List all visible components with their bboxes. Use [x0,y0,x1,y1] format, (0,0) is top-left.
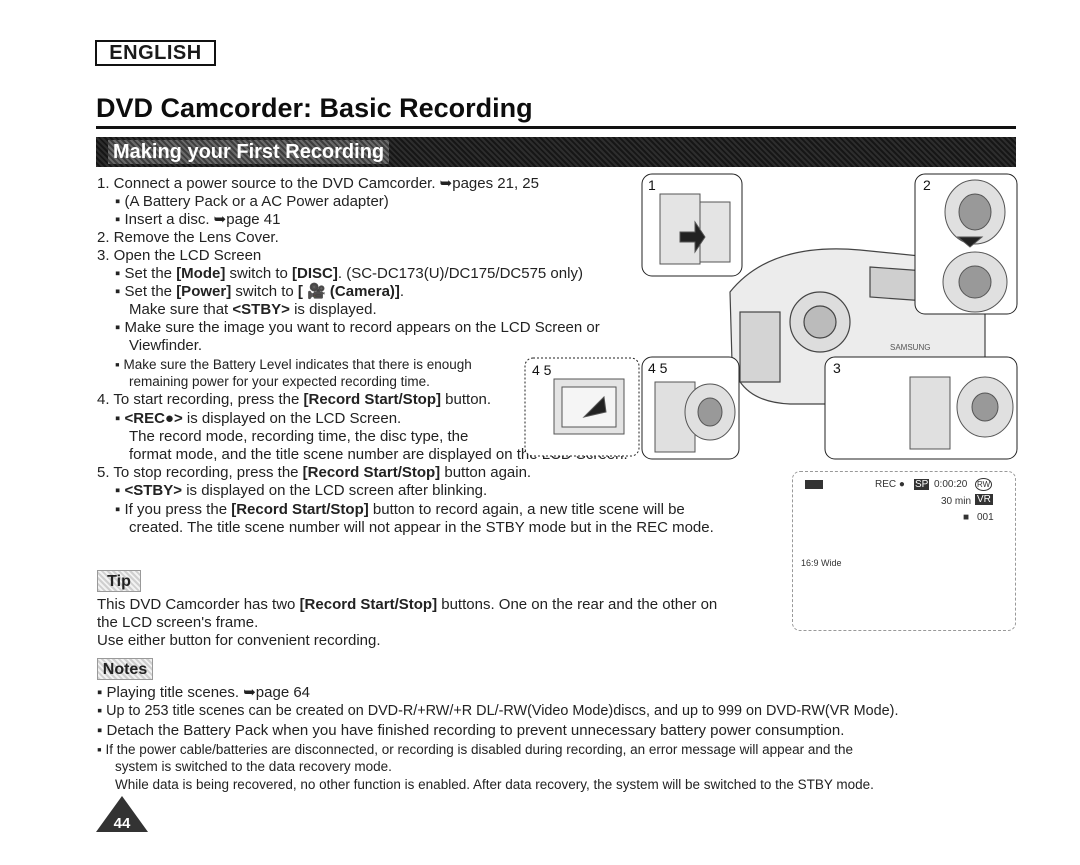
step-5: 5. To stop recording, press the [Record … [97,464,531,481]
brand-logo: SAMSUNG [890,343,930,352]
record-button-label: [Record Start/Stop] [299,596,438,613]
step-1-bullet-b: ▪ Insert a disc. ➥page 41 [115,211,281,228]
figure-3-number: 3 [833,360,841,376]
section-bar: Making your First Recording [96,137,1016,167]
text: switch to [225,265,293,282]
recording-time: 0:00:20 [934,479,968,490]
text: ▪ If you press the [115,501,232,518]
text: 4. To start recording, press the [97,391,304,408]
step-3-bullet-b: ▪ Set the [Power] switch to [ 🎥 (Camera)… [115,283,404,300]
step-3-stby-note: Make sure that <STBY> is displayed. [129,301,377,318]
text: ▪ Set the [115,283,177,300]
title-rule [96,126,1016,129]
mode-switch-label: [Mode] [176,265,226,282]
battery-icon [805,480,823,489]
step-5-bullet-b-cont: created. The title scene number will not… [129,519,714,536]
text: . (SC-DC173(U)/DC175/DC575 only) [337,265,583,282]
step-3-bullet-e-cont: remaining power for your expected record… [129,374,430,389]
step-5-bullet-a: ▪ <STBY> is displayed on the LCD screen … [115,482,487,499]
step-3-bullet-a: ▪ Set the [Mode] switch to [DISC]. (SC-D… [115,265,583,282]
figure-45b-drawing [654,381,736,453]
record-button-label: [Record Start/Stop] [231,501,369,518]
text: ▪ [115,410,125,427]
page-number-marker [96,796,148,832]
figure-45b-number: 4 5 [648,360,668,376]
step-4: 4. To start recording, press the [Record… [97,391,491,408]
note-4-cont-2: While data is being recovered, no other … [115,777,874,792]
text: 5. To stop recording, press the [97,464,303,481]
step-3-bullet-d: ▪ Make sure the image you want to record… [115,319,600,336]
figure-45-number: 4 5 [532,362,552,378]
step-4-detail-2: format mode, and the title scene number … [129,446,628,463]
figure-1-number: 1 [648,177,656,193]
disc-label: [DISC] [292,265,338,282]
rec-indicator: REC ● [875,479,905,490]
text: button to record again, a new title scen… [368,501,685,518]
step-3-bullet-d-cont: Viewfinder. [129,337,203,354]
step-3: 3. Open the LCD Screen [97,247,262,264]
figure-45-drawing [553,378,625,435]
section-title: Making your First Recording [108,140,390,164]
text: button. [441,391,492,408]
tip-line-3: Use either button for convenient recordi… [97,632,381,649]
figure-2-drawing [942,179,1008,313]
wide-indicator: 16:9 Wide [801,558,842,568]
tip-label: Tip [97,570,141,592]
vr-badge: VR [975,494,993,505]
stby-label: <STBY> [232,301,290,318]
note-1: ▪ Playing title scenes. ➥page 64 [97,684,311,701]
record-button-label: [Record Start/Stop] [303,391,442,408]
sp-badge: SP [914,479,930,490]
rec-label: <REC●> [124,410,183,427]
text: is displayed on the LCD Screen. [182,410,402,427]
text: button again. [440,464,532,481]
text: . [399,283,405,300]
step-2: 2. Remove the Lens Cover. [97,229,279,246]
figure-3-drawing [909,376,1014,450]
text: switch to [231,283,298,300]
text: This DVD Camcorder has two [97,596,300,613]
page-title: DVD Camcorder: Basic Recording [96,93,533,123]
note-4-cont: system is switched to the data recovery … [115,759,392,774]
title-scene-number: 001 [977,512,994,523]
figure-1-drawing [659,193,731,265]
text: ▪ [115,482,125,499]
power-switch-label: [Power] [176,283,232,300]
note-2: ▪ Up to 253 title scenes can be created … [97,703,899,719]
step-5-bullet-b: ▪ If you press the [Record Start/Stop] b… [115,501,685,518]
text: is displayed. [289,301,377,318]
step-4-detail-1: The record mode, recording time, the dis… [129,428,469,445]
text: is displayed on the LCD screen after bli… [182,482,488,499]
remaining-time: 30 min [941,496,972,507]
disc-type-badge: RW [975,478,993,491]
record-button-label: [Record Start/Stop] [302,464,441,481]
page-number: 44 [113,815,131,832]
step-4-bullet-a: ▪ <REC●> is displayed on the LCD Screen. [115,410,401,427]
step-3-bullet-e: ▪ Make sure the Battery Level indicates … [115,357,472,372]
tip-line-2: the LCD screen's frame. [97,614,259,631]
camera-mode-icon: ■ [963,512,970,523]
figure-2-number: 2 [923,177,931,193]
figure-45-inset: 4 5 [524,357,640,457]
step-1: 1. Connect a power source to the DVD Cam… [97,175,539,192]
note-4: ▪ If the power cable/batteries are disco… [97,742,853,757]
lcd-display: REC ● SP 0:00:20 RW 30 min VR ■ 001 16:9… [792,471,1016,631]
camera-label: [ 🎥 (Camera)] [297,283,400,300]
tip-line-1: This DVD Camcorder has two [Record Start… [97,596,717,613]
text: buttons. One on the rear and the other o… [437,596,718,613]
text: Make sure that [129,301,233,318]
notes-label: Notes [97,658,153,680]
step-1-bullet-a: ▪ (A Battery Pack or a AC Power adapter) [115,193,389,210]
camcorder-illustration: 1 2 4 5 3 SAMSUNG [641,173,1018,460]
note-3: ▪ Detach the Battery Pack when you have … [97,722,845,739]
text: ▪ Set the [115,265,177,282]
stby-label: <STBY> [124,482,183,499]
language-label: ENGLISH [95,40,216,66]
